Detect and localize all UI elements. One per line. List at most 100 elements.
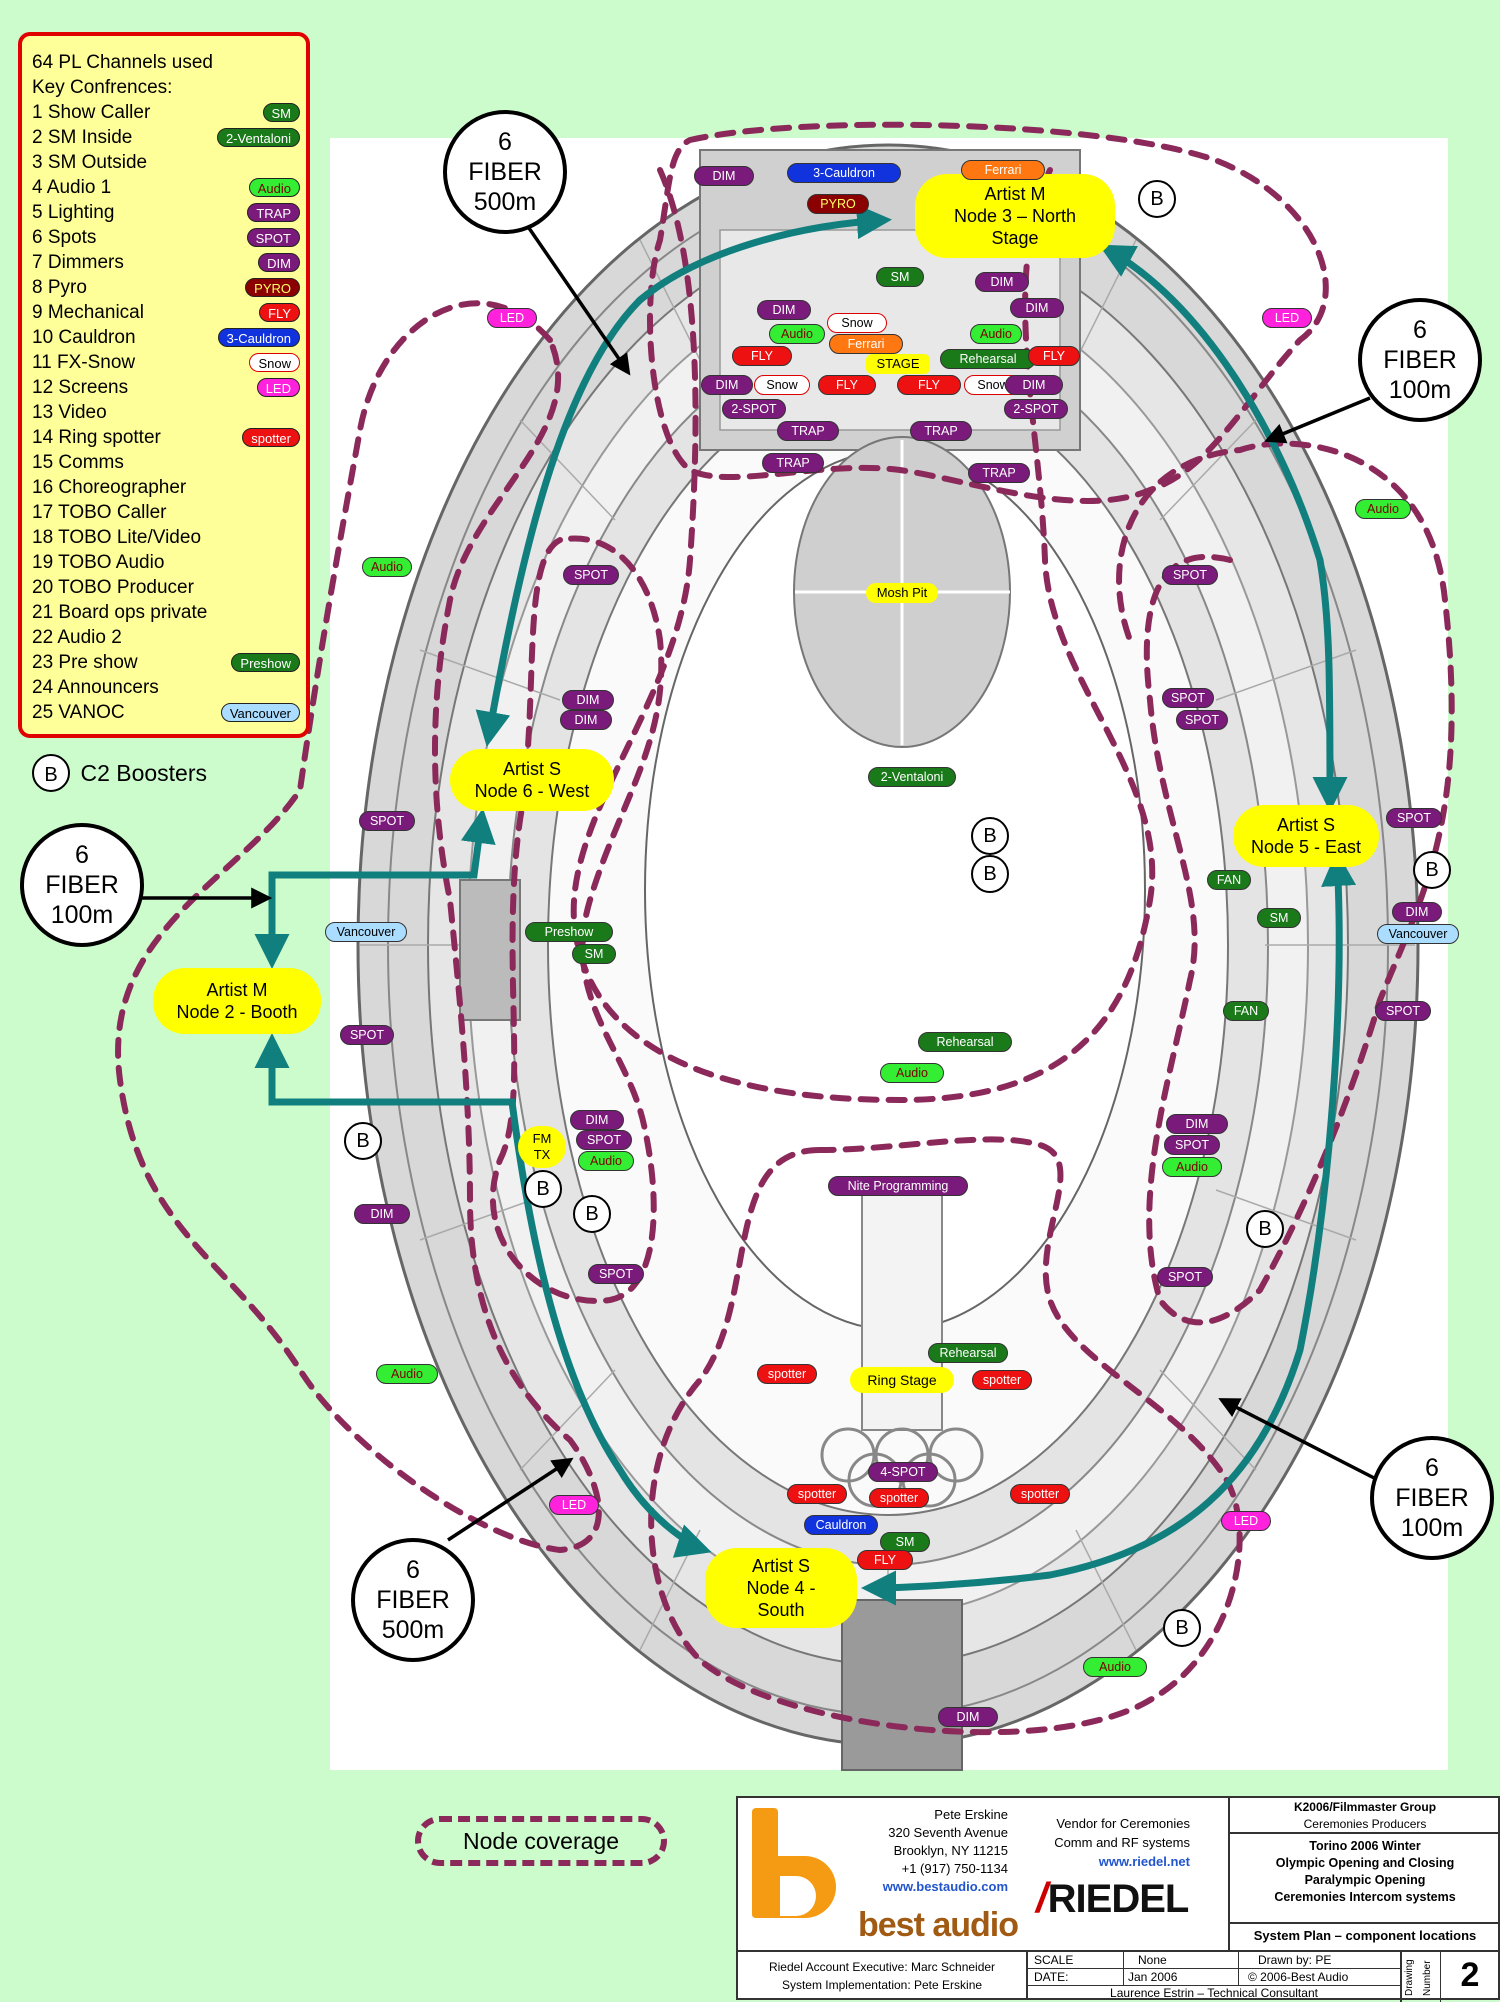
component-tag: SM: [880, 1532, 930, 1552]
fiber-label-line: 6: [406, 1556, 420, 1584]
node-label-line: Node 6 - West: [474, 781, 590, 801]
fiber-label-line: FIBER: [376, 1586, 450, 1614]
booster-marker: B: [971, 817, 1009, 855]
booster-marker: B: [344, 1122, 382, 1160]
mosh-pit-label: Mosh Pit: [866, 583, 938, 603]
vendor-info: Vendor for Ceremonies Comm and RF system…: [1028, 1814, 1190, 1871]
riedel-link[interactable]: www.riedel.net: [1098, 1854, 1190, 1869]
legend-row-label: 24 Announcers: [32, 677, 159, 698]
booster-marker: B: [1246, 1210, 1284, 1248]
client-cell: K2006/Filmmaster Group Ceremonies Produc…: [1228, 1798, 1500, 1834]
fiber-link-west-north: [475, 204, 892, 747]
legend-row-tag: LED: [256, 378, 300, 397]
component-tag: DIM: [1010, 298, 1064, 318]
fiber-label-line: FIBER: [1383, 346, 1457, 374]
legend-row-tag: SPOT: [246, 228, 300, 247]
riedel-wordmark: RIEDEL: [1047, 1877, 1190, 1921]
component-tag: 4-SPOT: [868, 1462, 938, 1482]
component-tag: DIM: [1392, 902, 1442, 922]
fm-tx-line: FM: [532, 1131, 552, 1146]
fiber-link-north-east: [1098, 244, 1348, 812]
component-tag: Ferrari: [961, 160, 1045, 180]
fiber-label-line: 100m: [1400, 1514, 1464, 1542]
key-conferences-legend: 64 PL Channels used Key Confrences: 1 Sh…: [18, 32, 310, 738]
component-tag: LED: [549, 1495, 599, 1515]
legend-row-label: 16 Choreographer: [32, 477, 187, 498]
component-tag: FAN: [1223, 1001, 1269, 1021]
key-conferences-heading: Key Confrences:: [32, 77, 173, 98]
node-label-line: Node 3 – North: [953, 206, 1077, 226]
component-tag: FLY: [857, 1550, 913, 1570]
fiber-label-line: 6: [1425, 1454, 1439, 1482]
component-tag: LED: [1221, 1511, 1271, 1531]
riedel-logo: /RIEDEL: [1036, 1874, 1216, 1924]
component-tag: SPOT: [576, 1130, 632, 1150]
legend-row: 20 TOBO Producer: [32, 575, 306, 600]
component-tag: Preshow: [525, 922, 613, 942]
legend-row-label: 8 Pyro: [32, 277, 87, 298]
fiber-label-line: 100m: [1388, 376, 1452, 404]
fiber-label-line: 100m: [50, 901, 114, 929]
fiber-label-line: 6: [498, 128, 512, 156]
legend-row: 19 TOBO Audio: [32, 550, 306, 575]
booster-marker: B: [1138, 180, 1176, 218]
node-label-line: Artist M: [206, 980, 268, 1000]
legend-row-tag: 2-Ventaloni: [216, 128, 300, 147]
system-implementation: System Implementation: Pete Erskine: [781, 1978, 983, 1992]
component-tag: DIM: [560, 710, 612, 730]
legend-row-label: 20 TOBO Producer: [32, 577, 194, 598]
component-tag: SPOT: [340, 1025, 394, 1045]
component-tag: spotter: [757, 1364, 817, 1384]
legend-row-label: 23 Pre show: [32, 652, 138, 673]
fiber-label-line: FIBER: [468, 158, 542, 186]
drawn-by: Drawn by: PE: [1258, 1953, 1332, 1967]
fiber-label-line: 6: [75, 841, 89, 869]
component-tag: PYRO: [807, 194, 869, 214]
component-tag: SM: [572, 944, 616, 964]
client-role: Ceremonies Producers: [1303, 1817, 1427, 1831]
best-audio-link[interactable]: www.bestaudio.com: [882, 1879, 1008, 1894]
component-tag: LED: [487, 308, 537, 328]
legend-row: 17 TOBO Caller: [32, 500, 306, 525]
component-tag: FLY: [897, 375, 961, 395]
legend-row-label: 2 SM Inside: [32, 127, 133, 148]
fiber-links: [254, 204, 1357, 1606]
legend-row-tag: Preshow: [231, 653, 300, 672]
component-tag: FLY: [818, 375, 876, 395]
project-line-1: Torino 2006 Winter: [1309, 1839, 1421, 1853]
stage-label: STAGE: [866, 354, 930, 374]
component-tag: Audio: [880, 1063, 944, 1083]
fiber-label-line: 6: [1413, 316, 1427, 344]
booster-marker: B: [573, 1195, 611, 1233]
component-tag: 2-Ventaloni: [868, 767, 956, 787]
component-tag: DIM: [570, 1110, 624, 1130]
contact-phone: +1 (917) 750-1134: [901, 1861, 1008, 1876]
best-audio-logo: [746, 1806, 844, 1921]
fiber-label-line: 500m: [381, 1616, 445, 1644]
legend-row-tag: spotter: [242, 428, 300, 447]
component-tag: SPOT: [1164, 1135, 1220, 1155]
legend-row-label: 14 Ring spotter: [32, 427, 161, 448]
legend-row-label: 11 FX-Snow: [32, 352, 136, 373]
component-tag: DIM: [1005, 375, 1063, 395]
component-tag: 2-SPOT: [1004, 399, 1068, 419]
component-tag: Audio: [970, 324, 1022, 344]
legend-row: 22 Audio 2: [32, 625, 306, 650]
node-label-line: Artist S: [1276, 815, 1335, 835]
channels-used-text: 64 PL Channels used: [32, 52, 213, 73]
legend-row-label: 1 Show Caller: [32, 102, 151, 123]
legend-row: 15 Comms: [32, 450, 306, 475]
legend-row-label: 18 TOBO Lite/Video: [32, 527, 202, 548]
legend-row-label: 21 Board ops private: [32, 602, 208, 623]
